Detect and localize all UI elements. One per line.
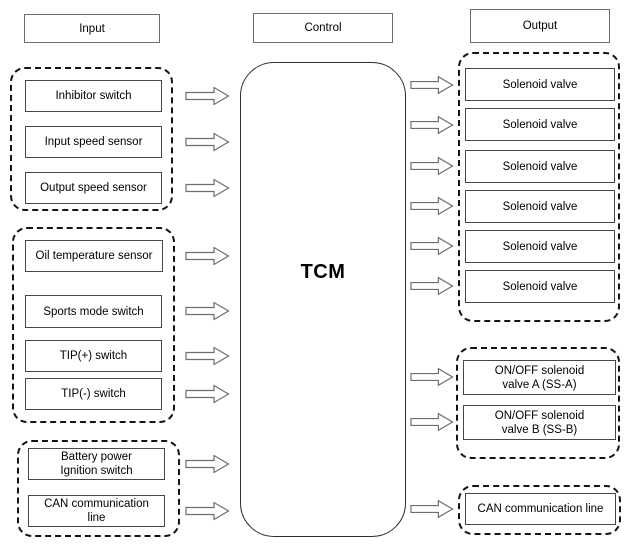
box-label-line2: line [87,512,106,524]
box-label: Solenoid valve [502,200,578,213]
flow-arrow-icon [410,156,454,176]
output-group-onoff-solenoids [456,347,620,459]
flow-arrow-icon [410,115,454,135]
box-label: Inhibitor switch [55,90,132,102]
input-box-inhibitor-switch: Inhibitor switch [25,80,162,112]
flow-arrow-icon [410,276,454,296]
box-label-line1: CAN communication [44,498,149,510]
input-group-mode-and-tip-switches [12,227,175,423]
output-box-can-communication-line: CAN communication line [465,493,616,525]
output-box-solenoid-valve-6: Solenoid valve [465,270,615,303]
box-label: Solenoid valve [502,280,578,293]
output-box-solenoid-valve-2: Solenoid valve [465,108,615,141]
box-label: TIP(-) switch [61,388,126,400]
input-box-oil-temperature-sensor: Oil temperature sensor [25,240,163,272]
box-label-line1: Battery power [61,451,132,463]
box-label-line2: valve B (SS-B) [501,423,578,436]
input-group-power-and-can [17,440,180,537]
flow-arrow-icon [410,196,454,216]
output-group-can-line [458,485,621,535]
flow-arrow-icon [410,499,454,519]
output-box-onoff-solenoid-valve-b: ON/OFF solenoid valve B (SS-B) [463,405,616,440]
box-label: TIP(+) switch [59,350,128,362]
box-label: Sports mode switch [43,305,144,318]
box-label: Output speed sensor [40,182,147,194]
input-box-output-speed-sensor: Output speed sensor [25,172,162,204]
flow-arrow-icon [185,178,230,198]
flow-arrow-icon [185,501,230,521]
input-box-tip-plus-switch: TIP(+) switch [25,340,162,372]
tcm-block: TCM [240,62,406,537]
output-box-solenoid-valve-5: Solenoid valve [465,230,615,263]
input-box-tip-minus-switch: TIP(-) switch [25,378,162,410]
output-box-solenoid-valve-1: Solenoid valve [465,68,615,101]
box-label-line2: valve A (SS-A) [502,378,577,391]
box-label-line1: ON/OFF solenoid [494,364,585,377]
output-box-solenoid-valve-3: Solenoid valve [465,150,615,183]
output-box-onoff-solenoid-valve-a: ON/OFF solenoid valve A (SS-A) [463,360,616,395]
flow-arrow-icon [185,301,230,321]
box-label: Input speed sensor [44,136,143,148]
input-box-battery-power-ignition-switch: Battery power Ignition switch [28,448,165,480]
input-column-header: Input [24,14,160,43]
flow-arrow-icon [185,384,230,404]
flow-arrow-icon [185,86,230,106]
box-label-line1: ON/OFF solenoid [494,409,585,422]
box-label: CAN communication line [477,503,604,515]
flow-arrow-icon [185,132,230,152]
flow-arrow-icon [185,346,230,366]
input-group-speed-sensors [10,67,173,211]
tcm-label: TCM [300,261,346,283]
box-label: Solenoid valve [502,78,578,91]
control-column-header: Control [253,13,393,43]
box-label: Solenoid valve [502,160,578,173]
flow-arrow-icon [410,75,454,95]
input-box-sports-mode-switch: Sports mode switch [25,295,162,328]
flow-arrow-icon [185,454,230,474]
flow-arrow-icon [410,412,454,432]
output-group-solenoid-valves [458,52,620,322]
box-label: Solenoid valve [502,118,578,131]
input-box-input-speed-sensor: Input speed sensor [25,126,162,158]
output-box-solenoid-valve-4: Solenoid valve [465,190,615,223]
flow-arrow-icon [185,246,230,266]
output-column-header: Output [470,9,610,43]
box-label: Oil temperature sensor [35,250,153,262]
input-box-can-communication-line: CAN communication line [28,495,165,527]
flow-arrow-icon [410,367,454,387]
box-label-line2: Ignition switch [60,465,133,477]
flow-arrow-icon [410,236,454,256]
box-label: Solenoid valve [502,240,578,253]
